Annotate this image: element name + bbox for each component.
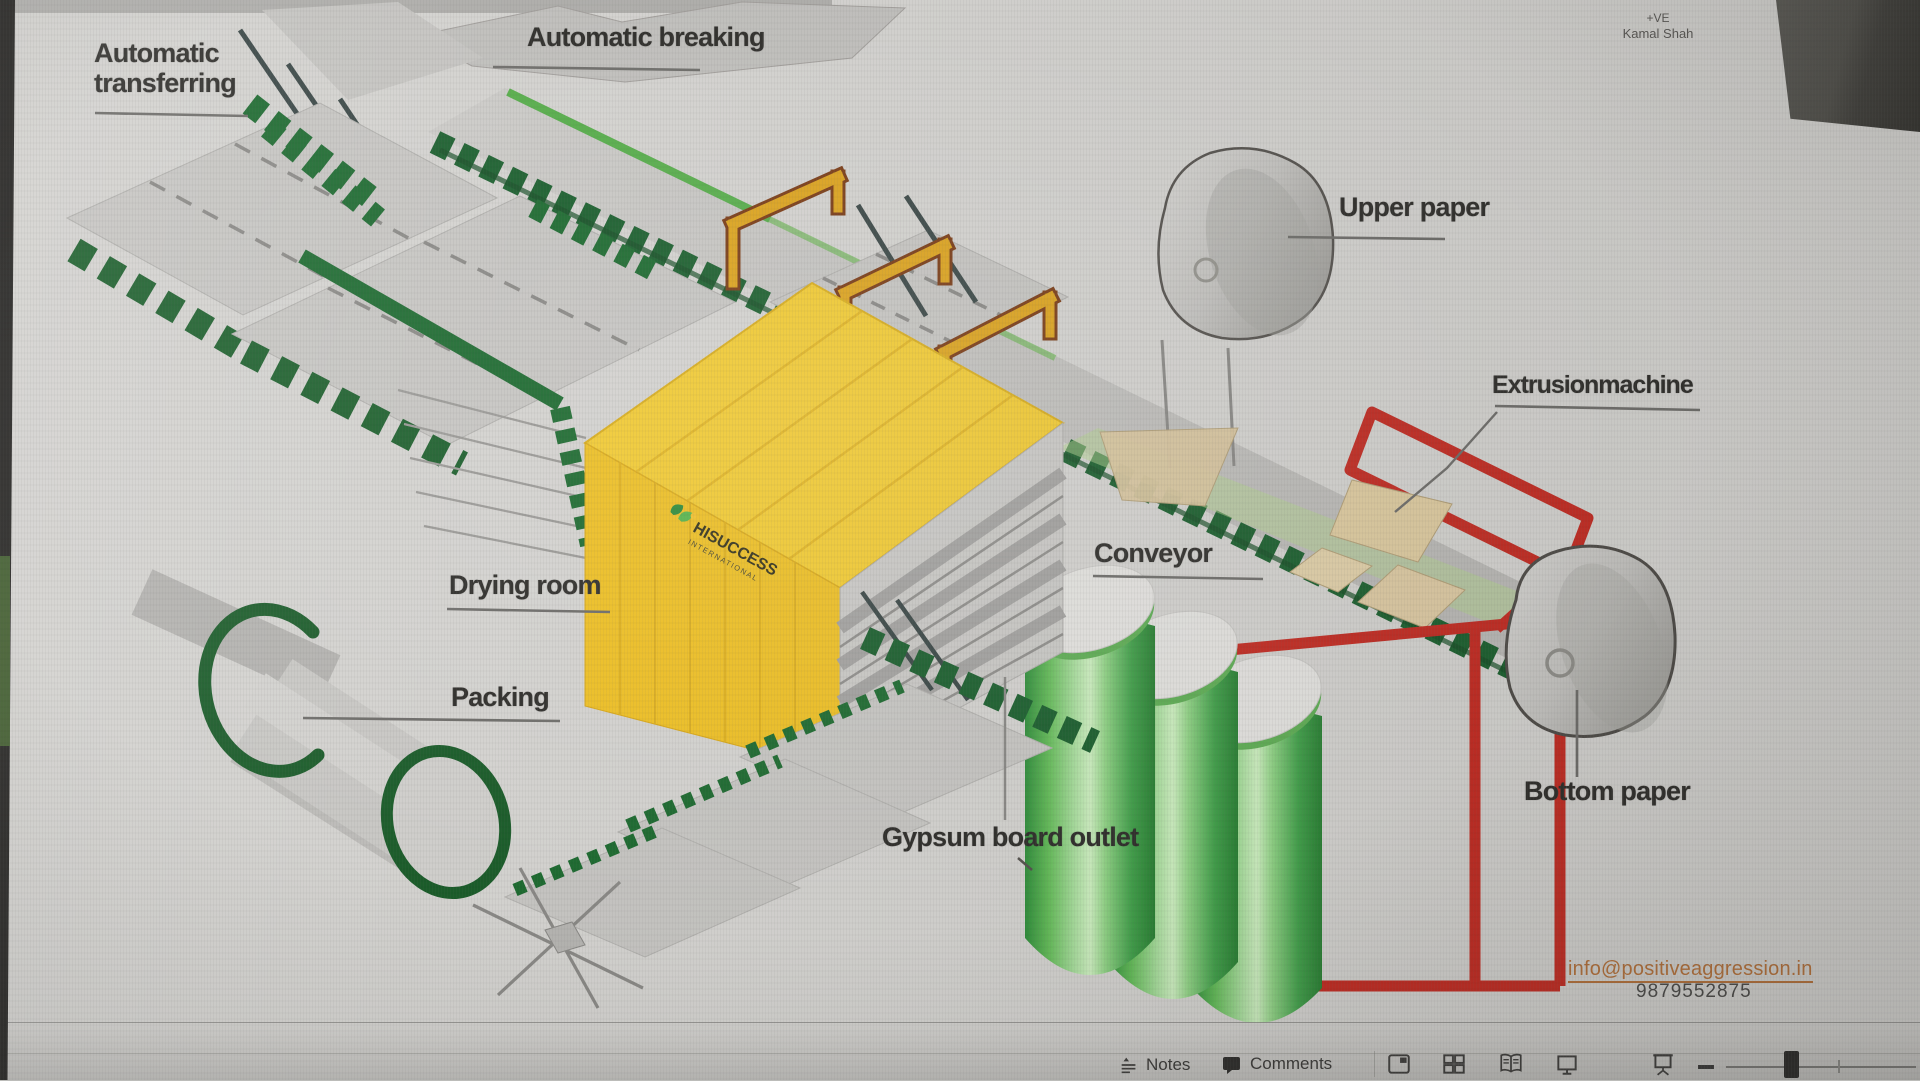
normal-view-icon bbox=[1388, 1054, 1410, 1074]
zoom-slider-track[interactable] bbox=[1726, 1066, 1916, 1068]
slide-sorter-button[interactable] bbox=[1441, 1051, 1467, 1077]
breaking-machine bbox=[0, 0, 907, 194]
bezel-reflection bbox=[0, 556, 10, 746]
label-conveyor: Conveyor bbox=[1094, 538, 1213, 568]
packing-roll bbox=[131, 569, 644, 1009]
reading-view-button[interactable] bbox=[1498, 1051, 1524, 1077]
projector-screen-icon bbox=[1653, 1054, 1673, 1076]
comments-button[interactable]: Comments bbox=[1220, 1052, 1332, 1076]
label-automatic-transferring: Automatic transferring bbox=[94, 38, 237, 98]
comments-label: Comments bbox=[1250, 1054, 1333, 1073]
contact-phone: 9879552875 bbox=[1636, 981, 1752, 1002]
reading-view-icon bbox=[1500, 1053, 1522, 1073]
attribution-author: Kamal Shah bbox=[1622, 26, 1694, 41]
notes-label: Notes bbox=[1146, 1055, 1191, 1074]
label-line: Automatic bbox=[94, 38, 220, 68]
bottom-paper-roll bbox=[1504, 544, 1677, 738]
slide-sorter-icon bbox=[1443, 1054, 1465, 1074]
label-line: transferring bbox=[94, 68, 237, 98]
attribution-note: +VE bbox=[1646, 11, 1670, 25]
outlet-boards bbox=[503, 590, 1100, 958]
comments-icon bbox=[1223, 1057, 1240, 1074]
photo-dark-corner bbox=[1776, 0, 1920, 132]
upper-paper-roll bbox=[1157, 147, 1335, 469]
gantry-frames bbox=[721, 165, 1062, 418]
slide-show-icon bbox=[1557, 1055, 1577, 1075]
statusbar-separator bbox=[1374, 1051, 1375, 1077]
label-extrusion-machine: Extrusionmachine bbox=[1492, 371, 1694, 399]
label-drying-room: Drying room bbox=[449, 570, 602, 600]
stucco-silos bbox=[1025, 564, 1322, 1023]
statusbar: Notes Comments bbox=[0, 1022, 1920, 1081]
zoom-slider-midpoint bbox=[1838, 1060, 1840, 1073]
label-upper-paper: Upper paper bbox=[1339, 192, 1490, 222]
normal-view-button[interactable] bbox=[1386, 1051, 1412, 1077]
zoom-out-button[interactable] bbox=[1698, 1065, 1714, 1069]
zoom-slider-thumb[interactable] bbox=[1784, 1051, 1799, 1078]
label-lines bbox=[94, 65, 1701, 777]
contact-email-link[interactable]: info@positiveaggression.in bbox=[1568, 958, 1813, 983]
slide-show-button[interactable] bbox=[1554, 1051, 1580, 1077]
projector-screen-button[interactable] bbox=[1650, 1051, 1676, 1077]
label-gypsum-board-outlet: Gypsum board outlet bbox=[882, 822, 1139, 852]
notes-icon bbox=[1121, 1057, 1136, 1074]
slide-attribution: +VE Kamal Shah bbox=[1588, 10, 1728, 42]
label-automatic-breaking: Automatic breaking bbox=[527, 22, 765, 52]
label-bottom-paper: Bottom paper bbox=[1524, 776, 1691, 806]
notes-button[interactable]: Notes bbox=[1118, 1054, 1190, 1076]
statusbar-divider bbox=[0, 1053, 1920, 1054]
label-packing: Packing bbox=[451, 682, 550, 712]
